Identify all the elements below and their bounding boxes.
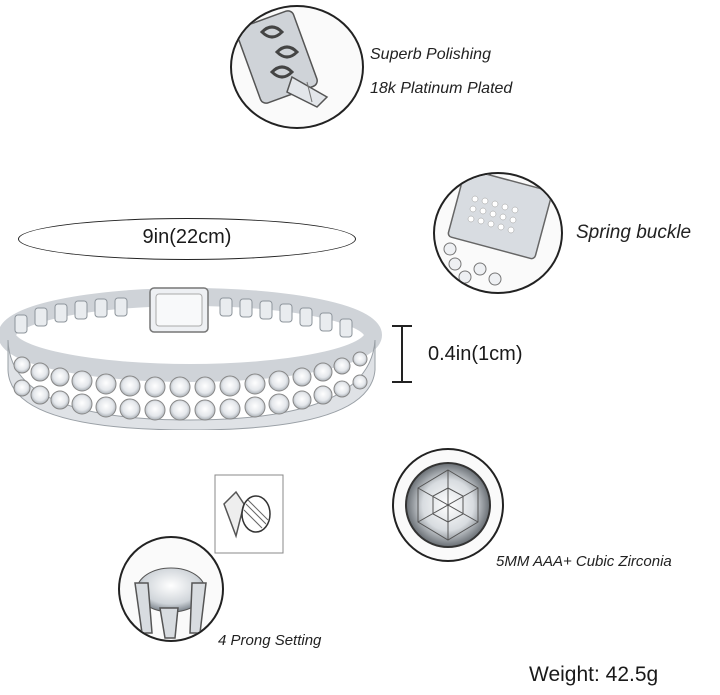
buckle-label: Spring buckle	[576, 222, 692, 243]
weight-label: Weight: 42.5g	[529, 663, 659, 686]
buckle-closeup-icon	[433, 172, 563, 294]
prong-setting-icon	[118, 536, 224, 642]
bracelet-product-image	[0, 280, 385, 431]
polishing-label: Superb Polishing	[370, 46, 491, 63]
zirconia-label: 5MM AAA+ Cubic Zirconia	[496, 553, 672, 570]
width-label: 0.4in(1cm)	[428, 343, 523, 365]
prong-diagram-icon	[214, 474, 284, 554]
cubic-zirconia-icon	[392, 448, 504, 562]
length-label: 9in(22cm)	[142, 226, 232, 248]
length-ellipse	[18, 218, 356, 260]
clasp-closeup-icon	[230, 5, 364, 129]
width-bracket-icon	[392, 325, 412, 383]
prong-label: 4 Prong Setting	[218, 632, 322, 649]
plating-label: 18k Platinum Plated	[370, 80, 513, 97]
